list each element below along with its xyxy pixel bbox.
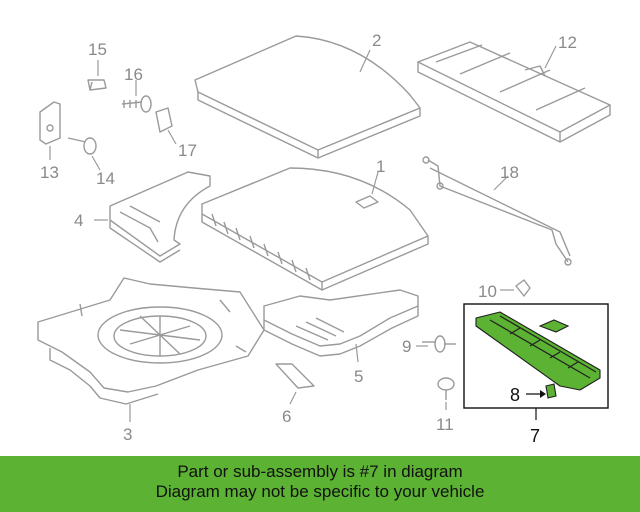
part-10-clip[interactable] [515,279,531,297]
part-11-push-clip[interactable] [437,377,455,400]
callout-1[interactable]: 1 [376,157,385,176]
part-3-floor-pan[interactable] [37,277,265,405]
callout-12[interactable]: 12 [558,33,577,52]
part-5-side-tray[interactable] [263,289,419,357]
callout-9[interactable]: 9 [402,337,411,356]
callout-5[interactable]: 5 [354,367,363,386]
part-17-clip[interactable] [155,107,173,133]
callout-6[interactable]: 6 [282,407,291,426]
parts-diagram: 2 12 15 16 17 13 14 [37,31,611,446]
part-13-bracket[interactable] [39,101,61,145]
part-7-callout-box[interactable]: 8 [463,303,609,409]
callout-11[interactable]: 11 [436,415,454,434]
leader-14 [91,155,101,171]
callout-7[interactable]: 7 [530,426,540,446]
callout-10[interactable]: 10 [478,282,497,301]
leader-6 [289,391,297,405]
leader-18 [493,175,509,191]
callout-8[interactable]: 8 [510,385,520,405]
callout-16[interactable]: 16 [124,65,143,84]
callout-13[interactable]: 13 [40,163,59,182]
part-4-foam-tray[interactable] [109,171,211,263]
callout-14[interactable]: 14 [96,169,115,188]
part-16-bolt[interactable] [121,95,152,113]
part-18-cable[interactable] [422,156,572,266]
leader-2 [359,49,371,73]
callout-3[interactable]: 3 [123,425,132,444]
leader-17 [167,129,177,145]
leader-5 [355,343,359,363]
part-8-clip[interactable] [545,383,557,399]
banner-line-1: Part or sub-assembly is #7 in diagram [177,462,463,481]
part-9-push-pin[interactable] [422,335,456,353]
callout-17[interactable]: 17 [178,141,197,160]
part-1-wheel-cover[interactable] [201,167,429,291]
banner-line-2: Diagram may not be specific to your vehi… [155,482,485,501]
part-12-tonneau-cover[interactable] [417,41,611,143]
callout-2[interactable]: 2 [372,31,381,50]
leader-8-arrow [540,390,546,398]
part-7-sill-plate[interactable] [475,311,601,391]
callout-15[interactable]: 15 [88,40,107,59]
callout-4[interactable]: 4 [74,211,83,230]
callout-18[interactable]: 18 [500,163,519,182]
leader-1 [371,171,379,195]
part-7-clip-piece[interactable] [538,319,570,333]
part-6-strip[interactable] [275,363,315,389]
part-14-bolt[interactable] [67,137,97,155]
info-banner: Part or sub-assembly is #7 in diagram Di… [0,456,640,512]
leader-12 [544,45,557,69]
part-15-clip[interactable] [87,79,107,91]
part-2-floor-board[interactable] [194,35,421,159]
